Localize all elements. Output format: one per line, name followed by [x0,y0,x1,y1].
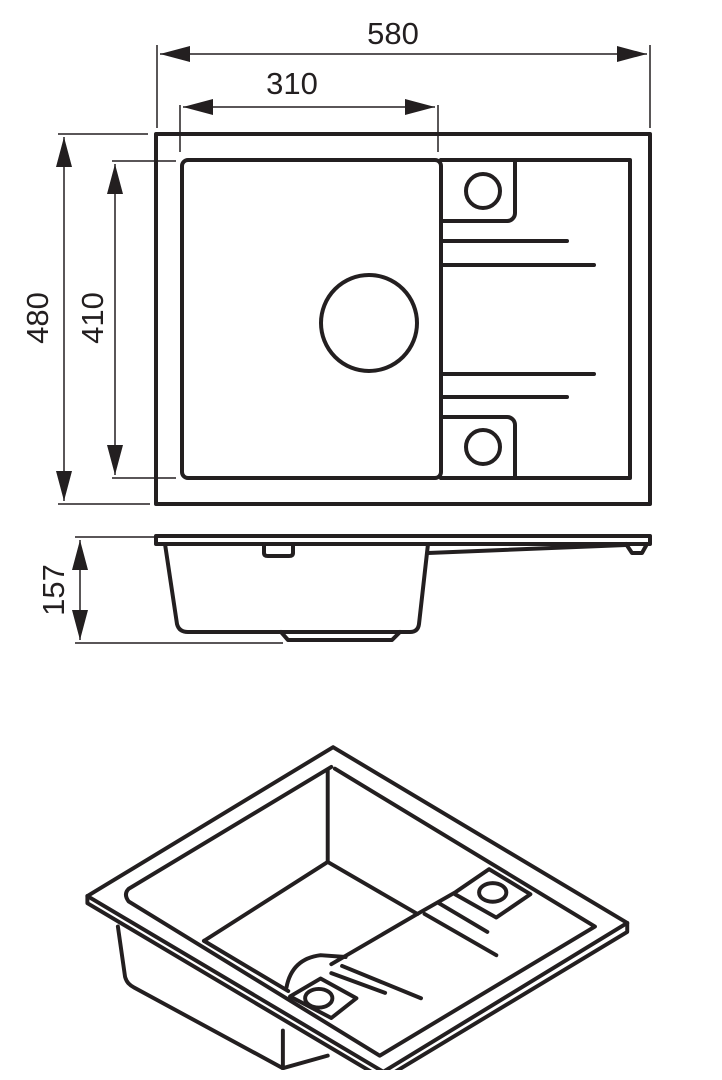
isometric-view [85,745,630,1070]
rim-slab [154,534,652,546]
tap-hole-top [464,172,502,210]
dimension-label-310: 310 [266,66,318,101]
iso-groove [340,964,423,1001]
outer-rim [154,132,652,506]
dimension-overall-width: 580 [156,16,651,128]
iso-groove [329,971,388,995]
dimension-label-410: 410 [75,292,110,344]
iso-tap-plate-bottom [288,976,359,1020]
tap-plate-bottom [439,415,517,480]
iso-bowl-bottom [201,859,420,943]
iso-groove [436,901,490,934]
bowl-profile [163,542,430,634]
support-foot [624,542,649,555]
drainboard-outline [439,158,632,480]
top-view [154,132,652,506]
dimension-label-480: 480 [20,292,55,344]
iso-outer-rim [85,745,630,1070]
dimension-label-157: 157 [36,564,71,616]
iso-tap-hole-top [477,881,509,904]
dimension-label-580: 580 [367,16,419,51]
iso-tap-hole-bottom [303,986,335,1010]
tap-hole-bottom [464,428,502,466]
bowl-outline [180,158,443,480]
dimension-overall-depth: 480 [20,133,150,505]
side-view [154,534,652,642]
dimension-bowl-depth: 410 [75,160,176,479]
drainboard-underside [426,543,628,555]
dimension-height: 157 [36,536,283,644]
iso-drain-curve [284,953,348,990]
drain-profile [279,630,402,642]
drain-hole-icon [319,273,419,373]
iso-tap-plate-top [415,867,533,920]
tap-plate-top [439,158,517,223]
iso-bowl-underside [115,924,330,1070]
iso-inner-rim [123,764,597,1058]
iso-groove [422,911,499,958]
dimension-bowl-width: 310 [179,66,439,152]
overflow-tab [262,542,295,558]
iso-rim-thickness [85,894,630,1070]
